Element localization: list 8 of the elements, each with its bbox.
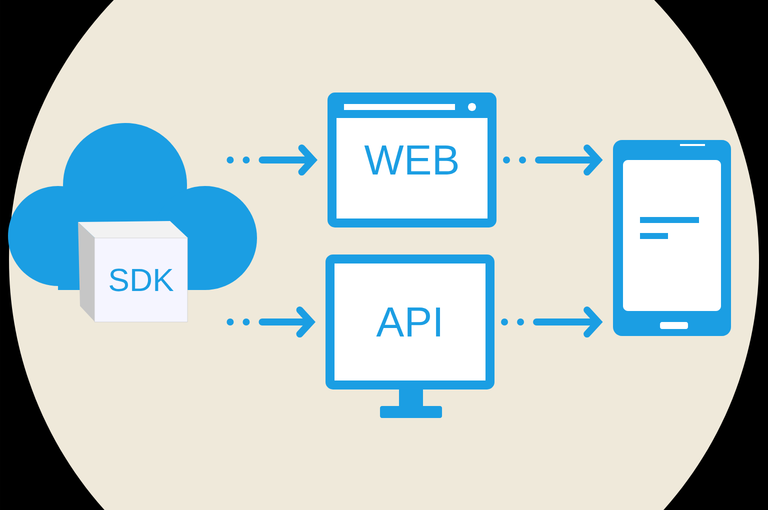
- arrow: [501, 306, 603, 338]
- arrow: [226, 144, 318, 176]
- monitor-drawing: API: [326, 254, 494, 418]
- browser-window: WEB: [328, 92, 496, 228]
- phone-drawing: [613, 140, 731, 336]
- arrow: [226, 306, 316, 338]
- arrow: [503, 144, 603, 176]
- cube-drawing: SDK: [78, 221, 188, 322]
